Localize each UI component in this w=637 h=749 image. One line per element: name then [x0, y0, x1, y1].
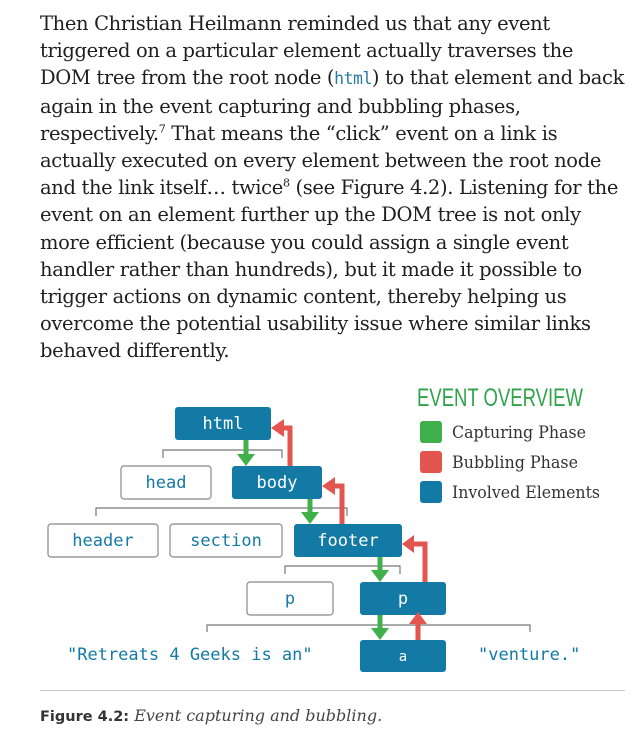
legend-label-capturing: Capturing Phase [452, 423, 586, 443]
capturing-arrows [237, 440, 389, 640]
body-text-2: ) to that element and back again in the … [40, 66, 625, 145]
node-html-label: html [203, 414, 244, 434]
tree-connectors [95, 449, 531, 632]
body-text-3: That means the “click” event on a link i… [40, 121, 602, 200]
legend-swatch-bubbling [420, 451, 442, 473]
node-header-label: header [72, 531, 133, 551]
node-a-label: a [399, 649, 407, 665]
footnote-ref-8[interactable]: 8 [282, 176, 290, 190]
text-node-left: "Retreats 4 Geeks is an" [67, 645, 313, 665]
node-p-involved-label: p [398, 589, 408, 609]
node-header [47, 523, 159, 558]
node-section [169, 523, 283, 558]
legend: EVENT OVERVIEW Capturing Phase Bubbling … [417, 384, 600, 503]
node-footer [294, 524, 402, 557]
body-text-1: Then Christian Heilmann reminded us that… [40, 12, 574, 90]
caption-label: Figure 4.2: [40, 709, 130, 725]
node-a [360, 640, 446, 672]
footnote-ref-7[interactable]: 7 [158, 122, 166, 136]
caption-divider [40, 690, 625, 691]
legend-label-bubbling: Bubbling Phase [452, 453, 578, 473]
legend-swatch-involved [420, 481, 442, 503]
node-html [175, 407, 271, 440]
bubbling-arrows [271, 419, 428, 640]
node-footer-label: footer [317, 531, 378, 551]
node-body [232, 466, 322, 499]
node-head-label: head [146, 473, 187, 493]
node-body-label: body [257, 473, 298, 493]
legend-label-involved: Involved Elements [452, 483, 600, 503]
caption-text: Event capturing and bubbling. [134, 706, 383, 725]
node-section-label: section [190, 531, 262, 551]
body-paragraph: Then Christian Heilmann reminded us that… [40, 10, 625, 365]
event-diagram: html head body header section footer p p… [47, 384, 600, 672]
node-p-involved [360, 582, 446, 615]
inline-code-html: html [334, 69, 372, 89]
legend-title: EVENT OVERVIEW [417, 384, 583, 412]
node-head [120, 465, 212, 500]
body-text-4: (see Figure 4.2). Listening for the even… [40, 176, 619, 363]
figure-caption: Figure 4.2: Event capturing and bubbling… [40, 706, 382, 725]
legend-swatch-capturing [420, 421, 442, 443]
node-p-plain-label: p [285, 589, 295, 609]
text-node-right: "venture." [478, 645, 580, 665]
node-p-plain [246, 581, 334, 616]
